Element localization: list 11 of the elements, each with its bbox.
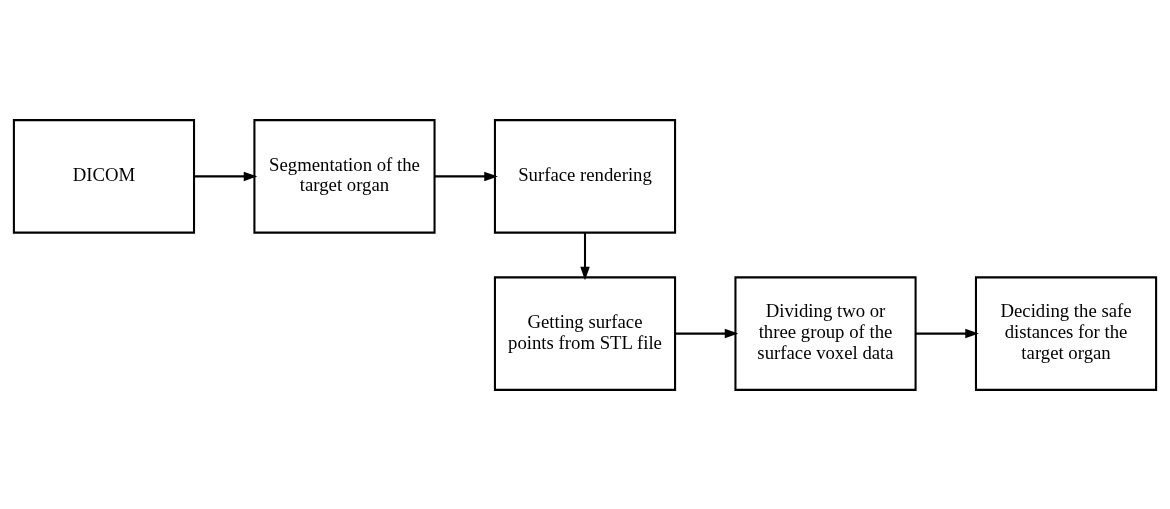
node-box: Segmentation of the target organ: [253, 118, 436, 234]
node-box: Deciding the safe distances for the target organ: [974, 275, 1158, 391]
arrow: [194, 171, 258, 181]
node-box: DICOM: [12, 118, 196, 234]
arrow: [915, 328, 979, 338]
arrow: [580, 232, 590, 280]
node-box: Getting surface points from STL file: [493, 275, 677, 391]
arrow: [434, 171, 498, 181]
node-box: Dividing two or three group of the surface voxel data: [734, 275, 917, 391]
arrow: [675, 328, 739, 338]
node-box: Surface rendering: [493, 118, 677, 234]
